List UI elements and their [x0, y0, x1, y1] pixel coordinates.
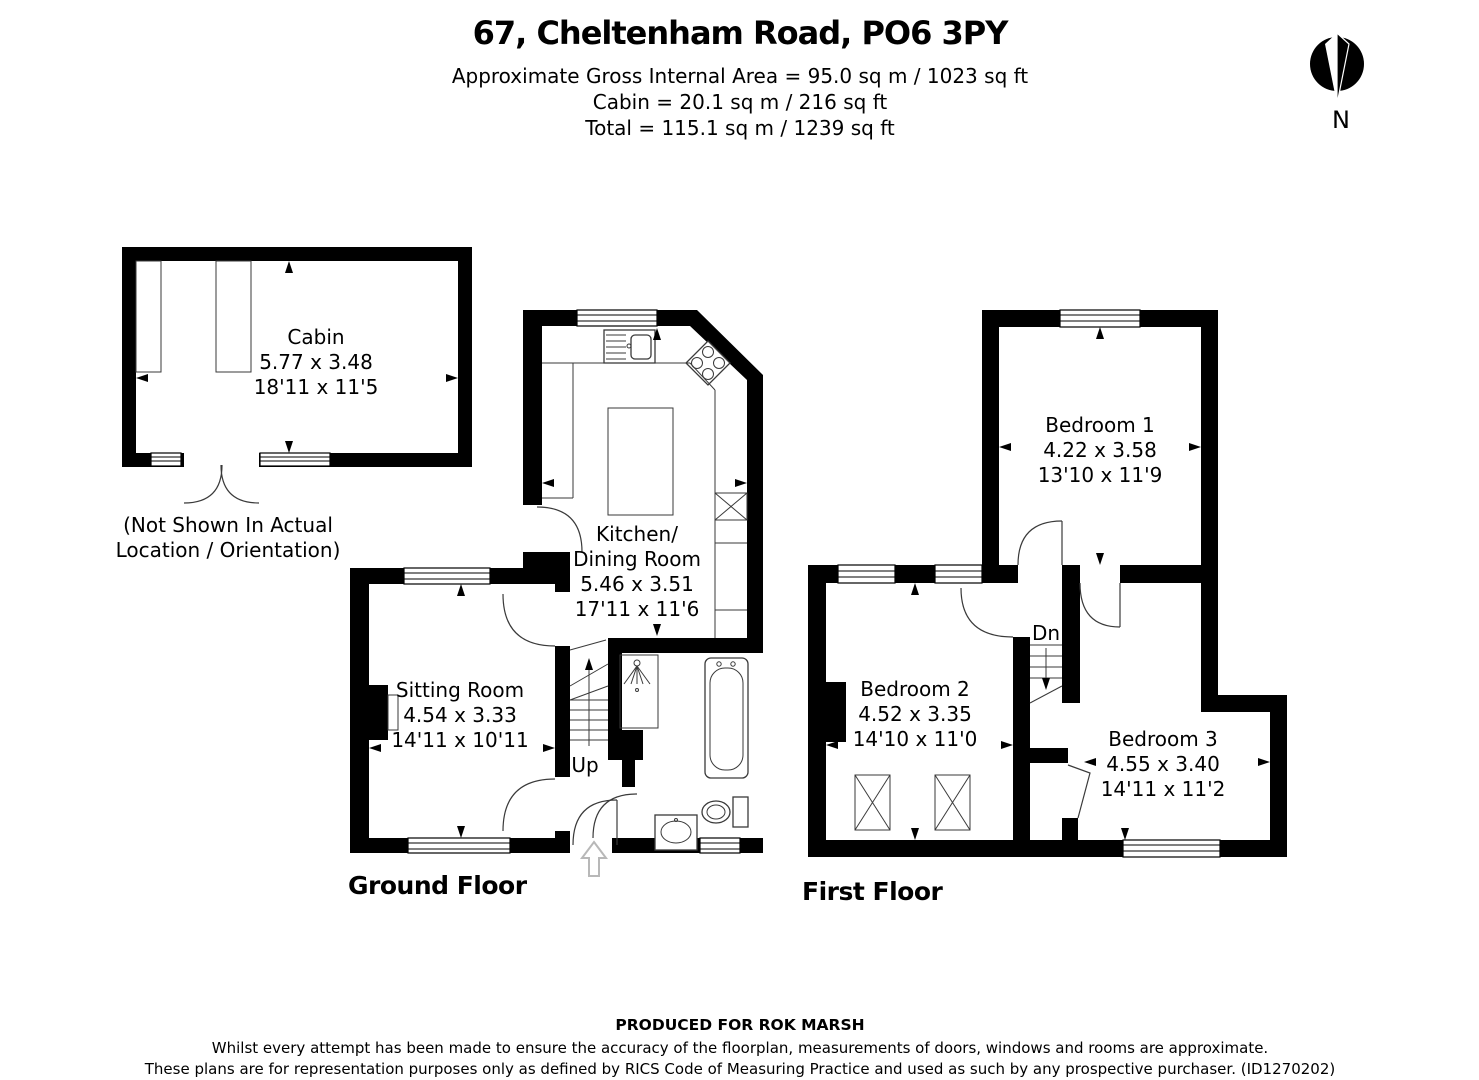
area-line-3: Total = 115.1 sq m / 1239 sq ft [584, 116, 895, 140]
cabin-unit-1 [135, 260, 162, 373]
sitting-room-door-top [502, 593, 556, 647]
north-label: N [1332, 106, 1350, 134]
ground-floor-doors [502, 506, 638, 846]
kitchen-door [536, 506, 583, 553]
first-floor-windows [837, 309, 1221, 858]
header: 67, Cheltenham Road, PO6 3PY Approximate… [452, 14, 1028, 140]
cabin-note-line2: Location / Orientation) [116, 538, 341, 562]
bedroom2-door [960, 587, 1014, 638]
cupboard-door [1067, 764, 1091, 819]
bedroom1-size-imperial: 13'10 x 11'9 [1038, 463, 1163, 487]
bedroom1-window [1059, 309, 1141, 328]
hob [685, 340, 731, 386]
bedroom2-name: Bedroom 2 [860, 677, 970, 701]
bedroom3-size-metric: 4.55 x 3.40 [1106, 752, 1220, 776]
entrance-arrow-icon [580, 840, 608, 877]
ground-floor-caption: Ground Floor [348, 871, 528, 900]
ground-floor-stairs: Up [569, 639, 609, 777]
bedroom3-size-imperial: 14'11 x 11'2 [1101, 777, 1226, 801]
basin [654, 814, 698, 851]
kitchen-island [607, 407, 674, 516]
kitchen-size-imperial: 17'11 x 11'6 [575, 597, 700, 621]
bedroom3-door [1079, 582, 1121, 628]
bedroom2-size-imperial: 14'10 x 11'0 [853, 727, 978, 751]
first-floor-dimension-arrows [826, 327, 1270, 840]
ground-floor-dimension-arrows [369, 328, 747, 838]
bedroom1-door [1017, 520, 1063, 566]
ground-floor-plan: Up [348, 309, 763, 900]
kitchen-name-line1: Kitchen/ [596, 522, 678, 546]
sitting-room-size-metric: 4.54 x 3.33 [403, 703, 517, 727]
sitting-room-window-bottom [407, 837, 511, 854]
ground-floor-windows [403, 309, 741, 854]
cabin-door-opening [184, 452, 259, 468]
footer-produced-for: PRODUCED FOR ROK MARSH [615, 1016, 864, 1034]
kitchen-name-line2: Dining Room [573, 547, 701, 571]
first-floor-stairs: Dn [1029, 621, 1063, 704]
sitting-room-fireplace [387, 694, 399, 731]
stairs-up-label: Up [571, 753, 598, 777]
north-arrow-icon: N [1310, 31, 1364, 134]
shower [619, 654, 659, 729]
bedroom2-wardrobes [854, 774, 971, 831]
bathroom-door [592, 793, 638, 839]
bedroom3-window [1122, 839, 1221, 858]
sitting-room-name: Sitting Room [396, 678, 524, 702]
area-line-1: Approximate Gross Internal Area = 95.0 s… [452, 64, 1028, 88]
first-floor-plan: Dn [802, 309, 1287, 906]
sitting-room-window-top [403, 567, 491, 585]
bedroom1-size-metric: 4.22 x 3.58 [1043, 438, 1157, 462]
footer-disclaimer-1: Whilst every attempt has been made to en… [212, 1039, 1268, 1057]
footer-disclaimer-2: These plans are for representation purpo… [144, 1060, 1335, 1078]
cabin-window-left [150, 452, 182, 467]
cabin-dimension-arrows [136, 261, 458, 453]
kitchen-window [576, 309, 658, 327]
bedroom3-name: Bedroom 3 [1108, 727, 1218, 751]
bedroom2-window-right [934, 564, 983, 584]
sitting-room-door-bottom [502, 778, 556, 832]
cabin-french-doors [183, 464, 260, 504]
cabin-plan: Cabin 5.77 x 3.48 18'11 x 11'5 (Not Show… [116, 247, 472, 562]
first-floor-caption: First Floor [802, 877, 944, 906]
area-line-2: Cabin = 20.1 sq m / 216 sq ft [593, 90, 888, 114]
page-title: 67, Cheltenham Road, PO6 3PY [473, 14, 1010, 52]
cabin-note-line1: (Not Shown In Actual [123, 513, 333, 537]
kitchen-size-metric: 5.46 x 3.51 [580, 572, 694, 596]
cabin-window-right [259, 452, 331, 467]
ground-floor-walls [350, 310, 763, 853]
kitchen-appliance-box [714, 492, 748, 521]
cabin-unit-2 [215, 260, 252, 373]
cabin-size-imperial: 18'11 x 11'5 [254, 375, 379, 399]
bathroom-window [699, 837, 741, 854]
bathroom-fixtures [619, 654, 749, 851]
footer: PRODUCED FOR ROK MARSH Whilst every atte… [144, 1016, 1335, 1078]
bedroom2-window-left [837, 564, 896, 584]
stairs-down-label: Dn [1032, 621, 1060, 645]
bedroom2-size-metric: 4.52 x 3.35 [858, 702, 972, 726]
bathtub [704, 657, 749, 779]
cabin-name: Cabin [287, 325, 344, 349]
sitting-room-size-imperial: 14'11 x 10'11 [391, 728, 528, 752]
first-floor-doors [960, 520, 1121, 819]
toilet [701, 796, 749, 828]
cabin-size-metric: 5.77 x 3.48 [259, 350, 373, 374]
bedroom1-name: Bedroom 1 [1045, 413, 1155, 437]
sink-unit [603, 329, 656, 364]
kitchen-fixtures [542, 329, 748, 638]
